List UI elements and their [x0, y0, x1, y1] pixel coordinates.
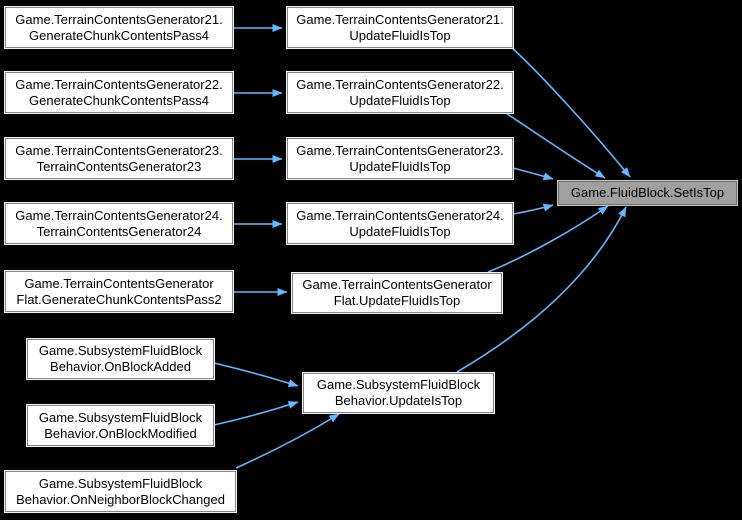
node-label-line: Behavior.UpdateIsTop: [334, 393, 463, 408]
edge-tcg22-update-to-setistop: [505, 112, 606, 179]
edge-tcg24-update-to-setistop: [512, 203, 554, 215]
node-tcgflat-generatechunkcontentspass2[interactable]: Game.TerrainContentsGenerator Flat.Gener…: [5, 271, 233, 312]
node-label-line: Game.TerrainContentsGenerator: [302, 277, 492, 292]
edge-tcgflat-update-to-setistop: [487, 205, 609, 273]
node-label-line: Game.SubsystemFluidBlock: [38, 409, 203, 425]
node-label-line: Game.SubsystemFluidBlock: [38, 343, 203, 358]
node-label-line: Game.SubsystemFluidBlock: [38, 475, 203, 491]
node-subsystem-onblockadded[interactable]: Game.SubsystemFluidBlock Behavior.OnBloc…: [27, 339, 214, 379]
node-subsystem-onneighborblockchanged[interactable]: Game.SubsystemFluidBlock Behavior.OnNeig…: [5, 471, 236, 512]
edge-tcg21-update-to-setistop: [510, 46, 631, 178]
node-fluidblock-setistop-focus: Game.FluidBlock.SetIsTop: [558, 181, 737, 205]
node-tcg23-updatefluidistop[interactable]: Game.TerrainContentsGenerator23. UpdateF…: [287, 138, 513, 179]
node-label-line: Behavior.OnNeighborBlockChanged: [16, 491, 225, 507]
node-label-line: Flat.GenerateChunkContentsPass2: [16, 291, 222, 307]
node-tcg22-generatechunkcontentspass4[interactable]: Game.TerrainContentsGenerator22. Generat…: [5, 72, 233, 113]
node-label-line: Game.TerrainContentsGenerator21.: [296, 11, 504, 27]
edge-tcg23-update-to-setistop: [512, 167, 554, 181]
node-label-line: GenerateChunkContentsPass4: [29, 27, 209, 43]
node-tcg24-constructor[interactable]: Game.TerrainContentsGenerator24. Terrain…: [5, 203, 233, 244]
node-label-line: UpdateFluidIsTop: [349, 158, 451, 174]
node-label-line: UpdateFluidIsTop: [349, 92, 451, 108]
node-label-line: Game.TerrainContentsGenerator24.: [15, 207, 223, 223]
node-label-line: Game.TerrainContentsGenerator22.: [296, 76, 504, 92]
node-label-line: GenerateChunkContentsPass4: [29, 92, 209, 108]
node-label-line: Game.TerrainContentsGenerator22.: [15, 76, 223, 92]
node-label-line: Flat.UpdateFluidIsTop: [333, 293, 461, 308]
node-label-line: Behavior.OnBlockModified: [44, 425, 197, 441]
node-label-line: Behavior.OnBlockAdded: [50, 359, 191, 374]
node-label-line: Game.TerrainContentsGenerator24.: [296, 207, 504, 223]
node-subsystem-onblockmodified[interactable]: Game.SubsystemFluidBlock Behavior.OnBloc…: [27, 405, 214, 446]
node-label-line: UpdateFluidIsTop: [349, 223, 451, 239]
node-tcgflat-updatefluidistop[interactable]: Game.TerrainContentsGenerator Flat.Updat…: [292, 273, 502, 313]
node-label-line: UpdateFluidIsTop: [349, 27, 451, 43]
edge-onneighborblockchanged-to-updateistop: [235, 413, 340, 469]
node-tcg24-updatefluidistop[interactable]: Game.TerrainContentsGenerator24. UpdateF…: [287, 203, 513, 244]
edge-updateistop-to-setistop: [456, 206, 627, 373]
edge-onblockadded-to-updateistop: [213, 362, 299, 388]
node-tcg22-updatefluidistop[interactable]: Game.TerrainContentsGenerator22. UpdateF…: [287, 72, 513, 113]
node-label-line: Game.TerrainContentsGenerator23.: [15, 142, 223, 158]
edge-onblockmodified-to-updateistop: [213, 401, 299, 426]
node-label-line: Game.TerrainContentsGenerator23.: [296, 142, 504, 158]
node-tcg21-generatechunkcontentspass4[interactable]: Game.TerrainContentsGenerator21. Generat…: [5, 7, 233, 48]
node-tcg23-constructor[interactable]: Game.TerrainContentsGenerator23. Terrain…: [5, 138, 233, 179]
node-label-line: TerrainContentsGenerator24: [36, 223, 202, 239]
node-subsystem-updateistop[interactable]: Game.SubsystemFluidBlock Behavior.Update…: [303, 373, 494, 413]
node-label-line: Game.TerrainContentsGenerator: [24, 275, 214, 291]
node-label-line: TerrainContentsGenerator23: [36, 158, 202, 174]
node-label-line: Game.FluidBlock.SetIsTop: [570, 185, 725, 200]
node-label-line: Game.SubsystemFluidBlock: [316, 377, 481, 392]
node-label-line: Game.TerrainContentsGenerator21.: [15, 11, 223, 27]
node-tcg21-updatefluidistop[interactable]: Game.TerrainContentsGenerator21. UpdateF…: [287, 7, 513, 48]
